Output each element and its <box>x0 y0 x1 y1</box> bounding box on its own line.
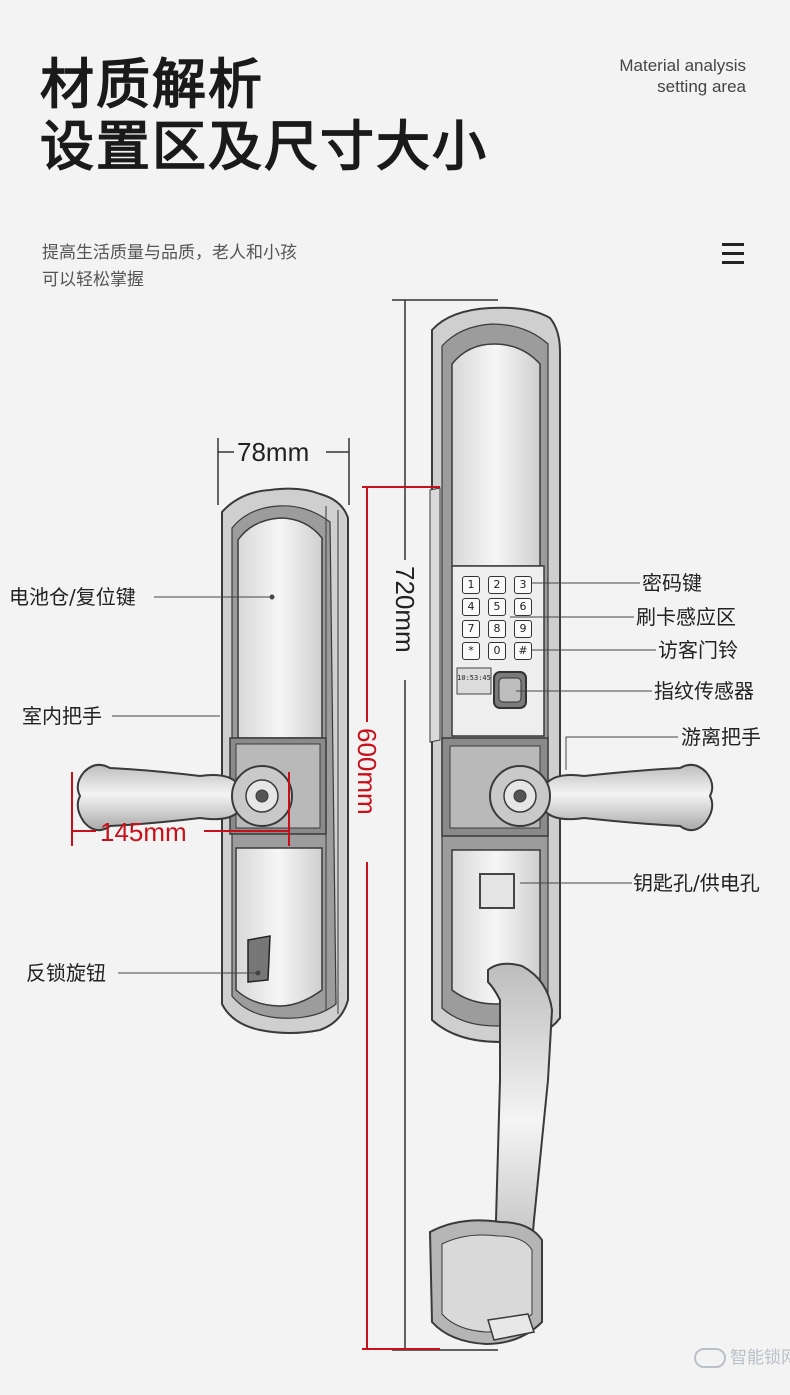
key-3[interactable]: 3 <box>514 576 532 594</box>
english-title: Material analysis setting area <box>619 55 746 97</box>
free-handle-label: 游离把手 <box>681 725 761 749</box>
fingerprint-label: 指纹传感器 <box>654 679 754 703</box>
watermark-text: 智能锁网 <box>730 1348 790 1368</box>
indoor-handle-label: 室内把手 <box>22 704 102 728</box>
keypad: 1 2 3 4 5 6 7 8 9 * 0 # <box>456 572 542 664</box>
handle-dimension <box>71 772 290 846</box>
key-star[interactable]: * <box>462 642 480 660</box>
cloud-icon <box>694 1348 726 1368</box>
page-title-line-2: 设置区及尺寸大小 <box>40 115 488 178</box>
card-area-label: 刷卡感应区 <box>636 605 736 629</box>
key-4[interactable]: 4 <box>462 598 480 616</box>
key-7[interactable]: 7 <box>462 620 480 638</box>
key-hash[interactable]: # <box>514 642 532 660</box>
english-title-line-1: Material analysis <box>619 56 746 75</box>
key-1[interactable]: 1 <box>462 576 480 594</box>
display-clock: 10:53:45 <box>457 674 491 682</box>
inner-height-dimension-label: 600mm <box>352 728 382 815</box>
subtitle: 提高生活质量与品质，老人和小孩 可以轻松掌握 <box>42 240 297 294</box>
battery-compartment-label: 电池仓/复位键 <box>9 585 136 609</box>
lock-knob-label: 反锁旋钮 <box>26 961 106 985</box>
key-6[interactable]: 6 <box>514 598 532 616</box>
key-5[interactable]: 5 <box>488 598 506 616</box>
doorbell-label: 访客门铃 <box>658 638 738 662</box>
outdoor-handle <box>489 763 714 832</box>
width-dimension <box>217 438 350 505</box>
leader-lines <box>112 582 678 976</box>
watermark: 智能锁网 <box>694 1343 790 1368</box>
inner-height-dimension <box>362 486 440 1350</box>
key-0[interactable]: 0 <box>488 642 506 660</box>
indoor-handle <box>76 763 293 832</box>
subtitle-line-2: 可以轻松掌握 <box>42 270 144 290</box>
fingerprint-sensor <box>493 671 527 709</box>
display-window <box>456 667 492 695</box>
width-dimension-label: 78mm <box>237 437 310 467</box>
key-9[interactable]: 9 <box>514 620 532 638</box>
keyhole-label: 钥匙孔/供电孔 <box>633 871 760 895</box>
indoor-panel <box>221 487 349 1034</box>
page-title-line-1: 材质解析 <box>40 53 264 116</box>
key-2[interactable]: 2 <box>488 576 506 594</box>
keypad-label: 密码键 <box>642 571 702 595</box>
key-8[interactable]: 8 <box>488 620 506 638</box>
menu-icon[interactable] <box>722 241 744 267</box>
outer-height-dimension-label: 720mm <box>390 566 420 653</box>
english-title-line-2: setting area <box>657 77 746 96</box>
subtitle-line-1: 提高生活质量与品质，老人和小孩 <box>42 243 297 263</box>
handle-dimension-label: 145mm <box>100 817 187 847</box>
pull-handle <box>428 962 554 1346</box>
